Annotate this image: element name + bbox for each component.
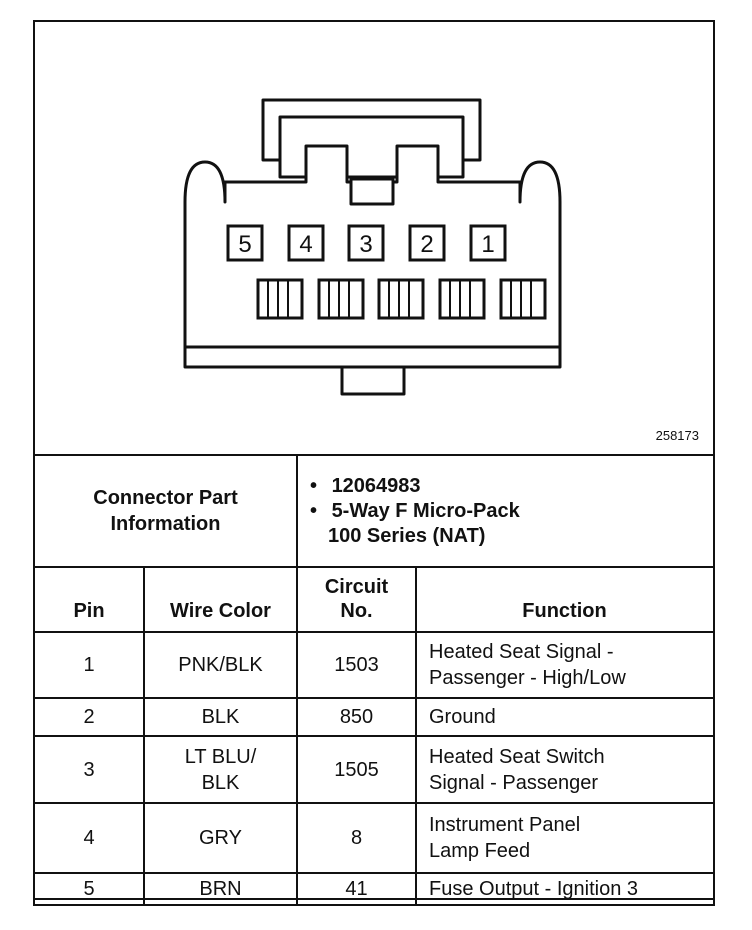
table-row: 1 PNK/BLK 1503 Heated Seat Signal -Passe… — [33, 631, 715, 699]
connector-part-info-list: • 12064983 • 5-Way F Micro-Pack 100 Seri… — [296, 454, 715, 568]
pin-box — [287, 224, 325, 262]
pin-number-label: 5 — [238, 231, 251, 258]
part-info-item: 100 Series (NAT) — [328, 524, 486, 547]
terminal-slot — [499, 278, 547, 320]
pin-box — [469, 224, 507, 262]
part-info-item: • 12064983 — [310, 474, 421, 497]
connector-drawing-area: 5 4 3 2 1 — [35, 22, 713, 456]
pin-number-label: 4 — [299, 231, 312, 258]
terminal-slot — [317, 278, 365, 320]
connector-drawing: 5 4 3 2 1 — [183, 98, 562, 396]
pin-box — [408, 224, 446, 262]
terminal-slot — [377, 278, 425, 320]
pin-box — [226, 224, 264, 262]
part-info-item: • 5-Way F Micro-Pack — [310, 499, 520, 522]
header-wire-color: Wire Color — [143, 566, 298, 633]
table-row: 2 BLK 850 Ground — [33, 697, 715, 737]
terminal-slot — [256, 278, 304, 320]
connector-table: Connector Part Information • 12064983 • … — [33, 454, 715, 906]
figure-id: 258173 — [655, 428, 699, 443]
header-function: Function — [415, 566, 715, 633]
pin-box — [347, 224, 385, 262]
pin-number-label: 1 — [481, 231, 494, 258]
header-pin: Pin — [33, 566, 145, 633]
pin-number-label: 2 — [420, 231, 433, 258]
connector-part-info-label: Connector Part Information — [33, 454, 298, 568]
connector-diagram-frame: 5 4 3 2 1 258173 Connector Part Information … — [33, 20, 715, 906]
table-row: 5 BRN 41 Fuse Output - Ignition 3 — [33, 872, 715, 906]
pin-number-label: 3 — [359, 231, 372, 258]
terminal-slot — [438, 278, 486, 320]
